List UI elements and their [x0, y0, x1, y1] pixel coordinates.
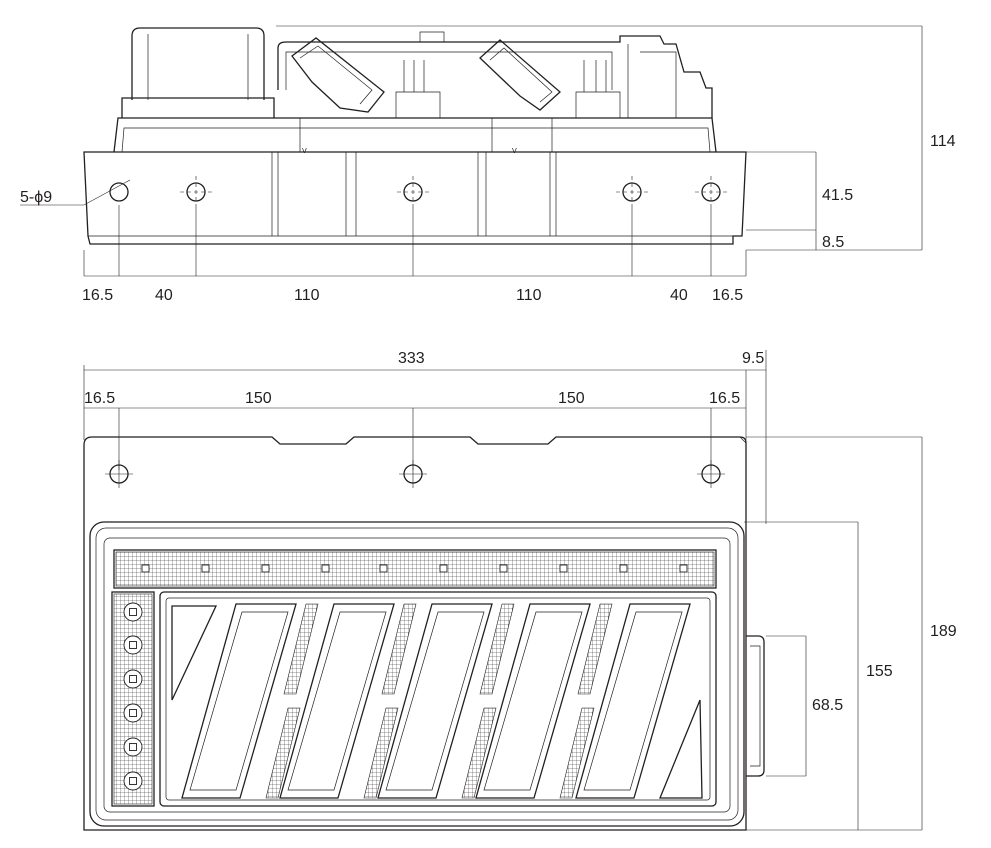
dim-top-3: 110 — [294, 287, 320, 304]
dim-front-4: 16.5 — [709, 390, 740, 407]
dim-front-height-lens: 155 — [866, 663, 893, 680]
mount-hole-2 — [180, 176, 212, 208]
dim-top-2: 40 — [155, 287, 173, 304]
hole-callout: 5-ϕ9 — [20, 189, 52, 206]
dim-front-3: 150 — [558, 390, 585, 407]
dim-width-total: 333 — [398, 350, 425, 367]
mount-hole-3 — [397, 176, 429, 208]
side-led-column — [123, 602, 143, 791]
mount-hole-4 — [616, 176, 648, 208]
dim-top-6: 16.5 — [712, 287, 743, 304]
mount-hole-5 — [695, 176, 727, 208]
grille-strips — [265, 603, 613, 799]
dim-top-1: 16.5 — [82, 287, 113, 304]
dim-side-offset: 9.5 — [742, 350, 764, 367]
dim-front-height-connector: 68.5 — [812, 697, 843, 714]
mount-hole-1 — [109, 182, 129, 202]
top-view: V V 5-ϕ9 114 41.5 8.5 — [20, 25, 956, 304]
front-hole-right — [697, 460, 725, 488]
lens-segments — [171, 603, 703, 799]
dim-top-4: 110 — [516, 287, 542, 304]
top-led-row — [141, 564, 688, 573]
dim-front-2: 150 — [245, 390, 272, 407]
svg-text:V: V — [302, 147, 307, 155]
svg-text:V: V — [512, 147, 517, 155]
front-view: 333 9.5 16.5 150 150 16.5 — [83, 350, 957, 831]
front-hole-left — [105, 460, 133, 488]
front-hole-center — [399, 460, 427, 488]
dim-height-body: 41.5 — [822, 187, 853, 204]
dim-front-1: 16.5 — [84, 390, 115, 407]
dim-height-flange: 8.5 — [822, 234, 844, 251]
dim-front-height-total: 189 — [930, 623, 957, 640]
dim-top-5: 40 — [670, 287, 688, 304]
dim-height-total: 114 — [930, 133, 956, 150]
